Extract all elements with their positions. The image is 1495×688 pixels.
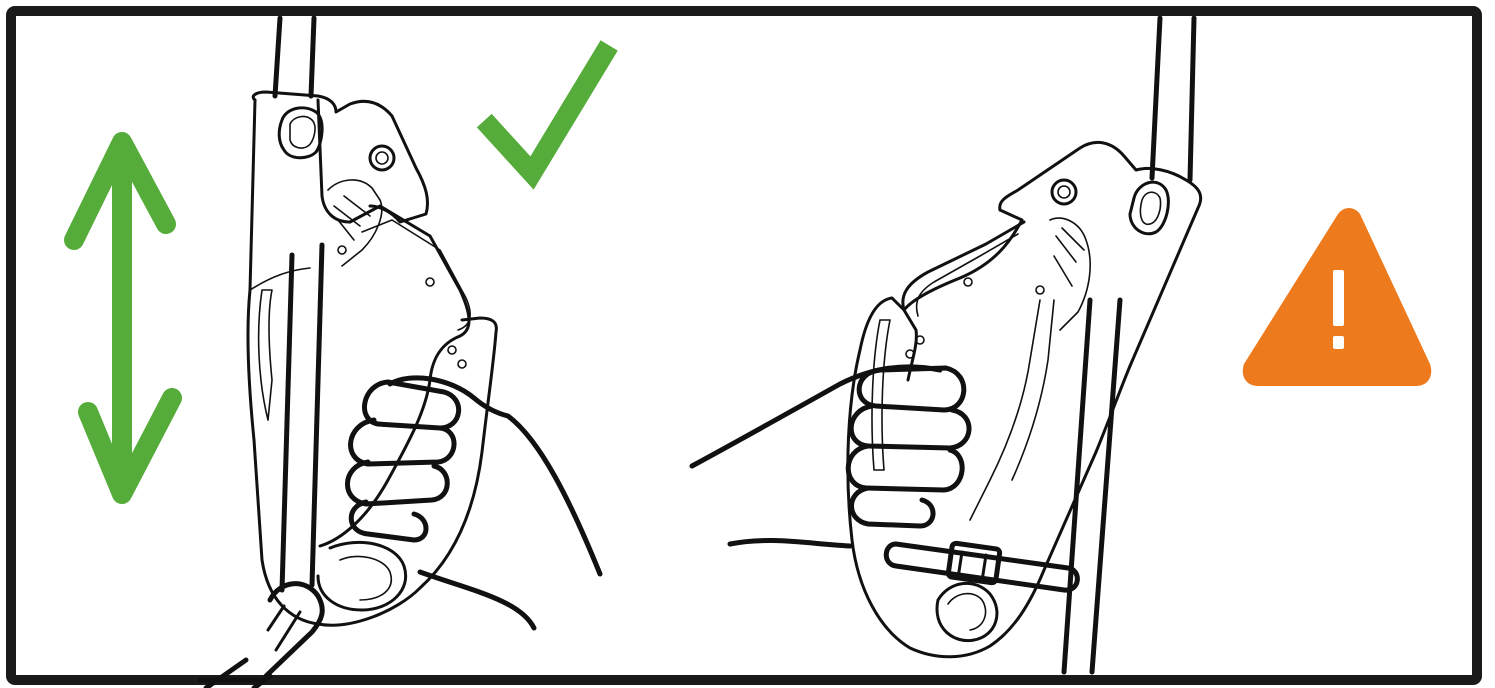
- warning-exclamation-dot: [1333, 336, 1344, 349]
- warning-exclamation-bar: [1333, 270, 1344, 326]
